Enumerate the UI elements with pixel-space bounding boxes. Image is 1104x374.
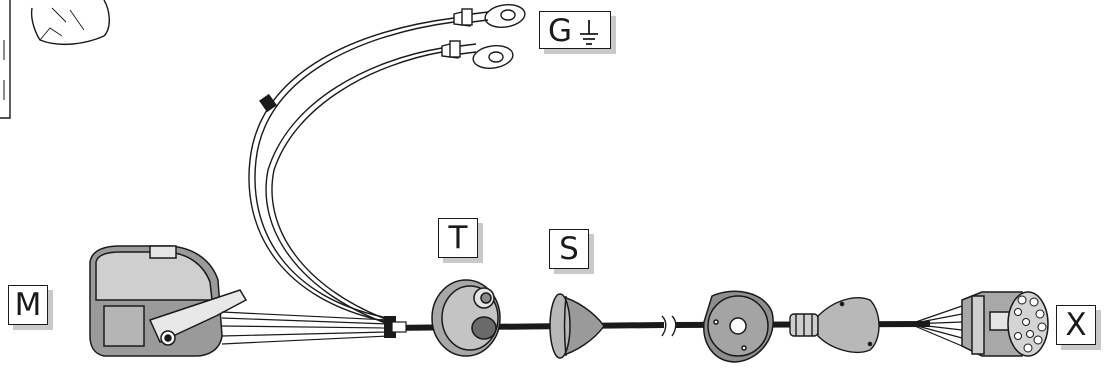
module-lead-wires — [221, 311, 389, 345]
ring-terminal-lower — [441, 40, 514, 69]
label-seal: S — [549, 229, 589, 269]
label-ground: G — [539, 11, 611, 49]
inset-bag-illustration — [0, 0, 110, 119]
ground-wires — [248, 17, 455, 325]
connector-lead-wires — [909, 305, 963, 347]
cable-seal — [549, 293, 605, 359]
toggle-grommet — [431, 279, 501, 357]
label-toggle-text: T — [448, 220, 468, 256]
label-seal-text: S — [559, 231, 579, 267]
label-ground-text: G — [548, 13, 573, 49]
label-connector-text: X — [1065, 307, 1087, 343]
control-module — [89, 245, 248, 357]
label-module: M — [8, 285, 48, 325]
ring-terminal-upper — [453, 4, 526, 28]
ground-symbol-icon — [580, 20, 598, 45]
label-module-text: M — [14, 287, 42, 323]
label-connector: X — [1056, 305, 1096, 345]
bellows-boot — [789, 297, 880, 354]
mounting-plate — [703, 290, 774, 363]
plug-connector — [961, 291, 1049, 357]
label-toggle-grommet: T — [438, 218, 478, 258]
